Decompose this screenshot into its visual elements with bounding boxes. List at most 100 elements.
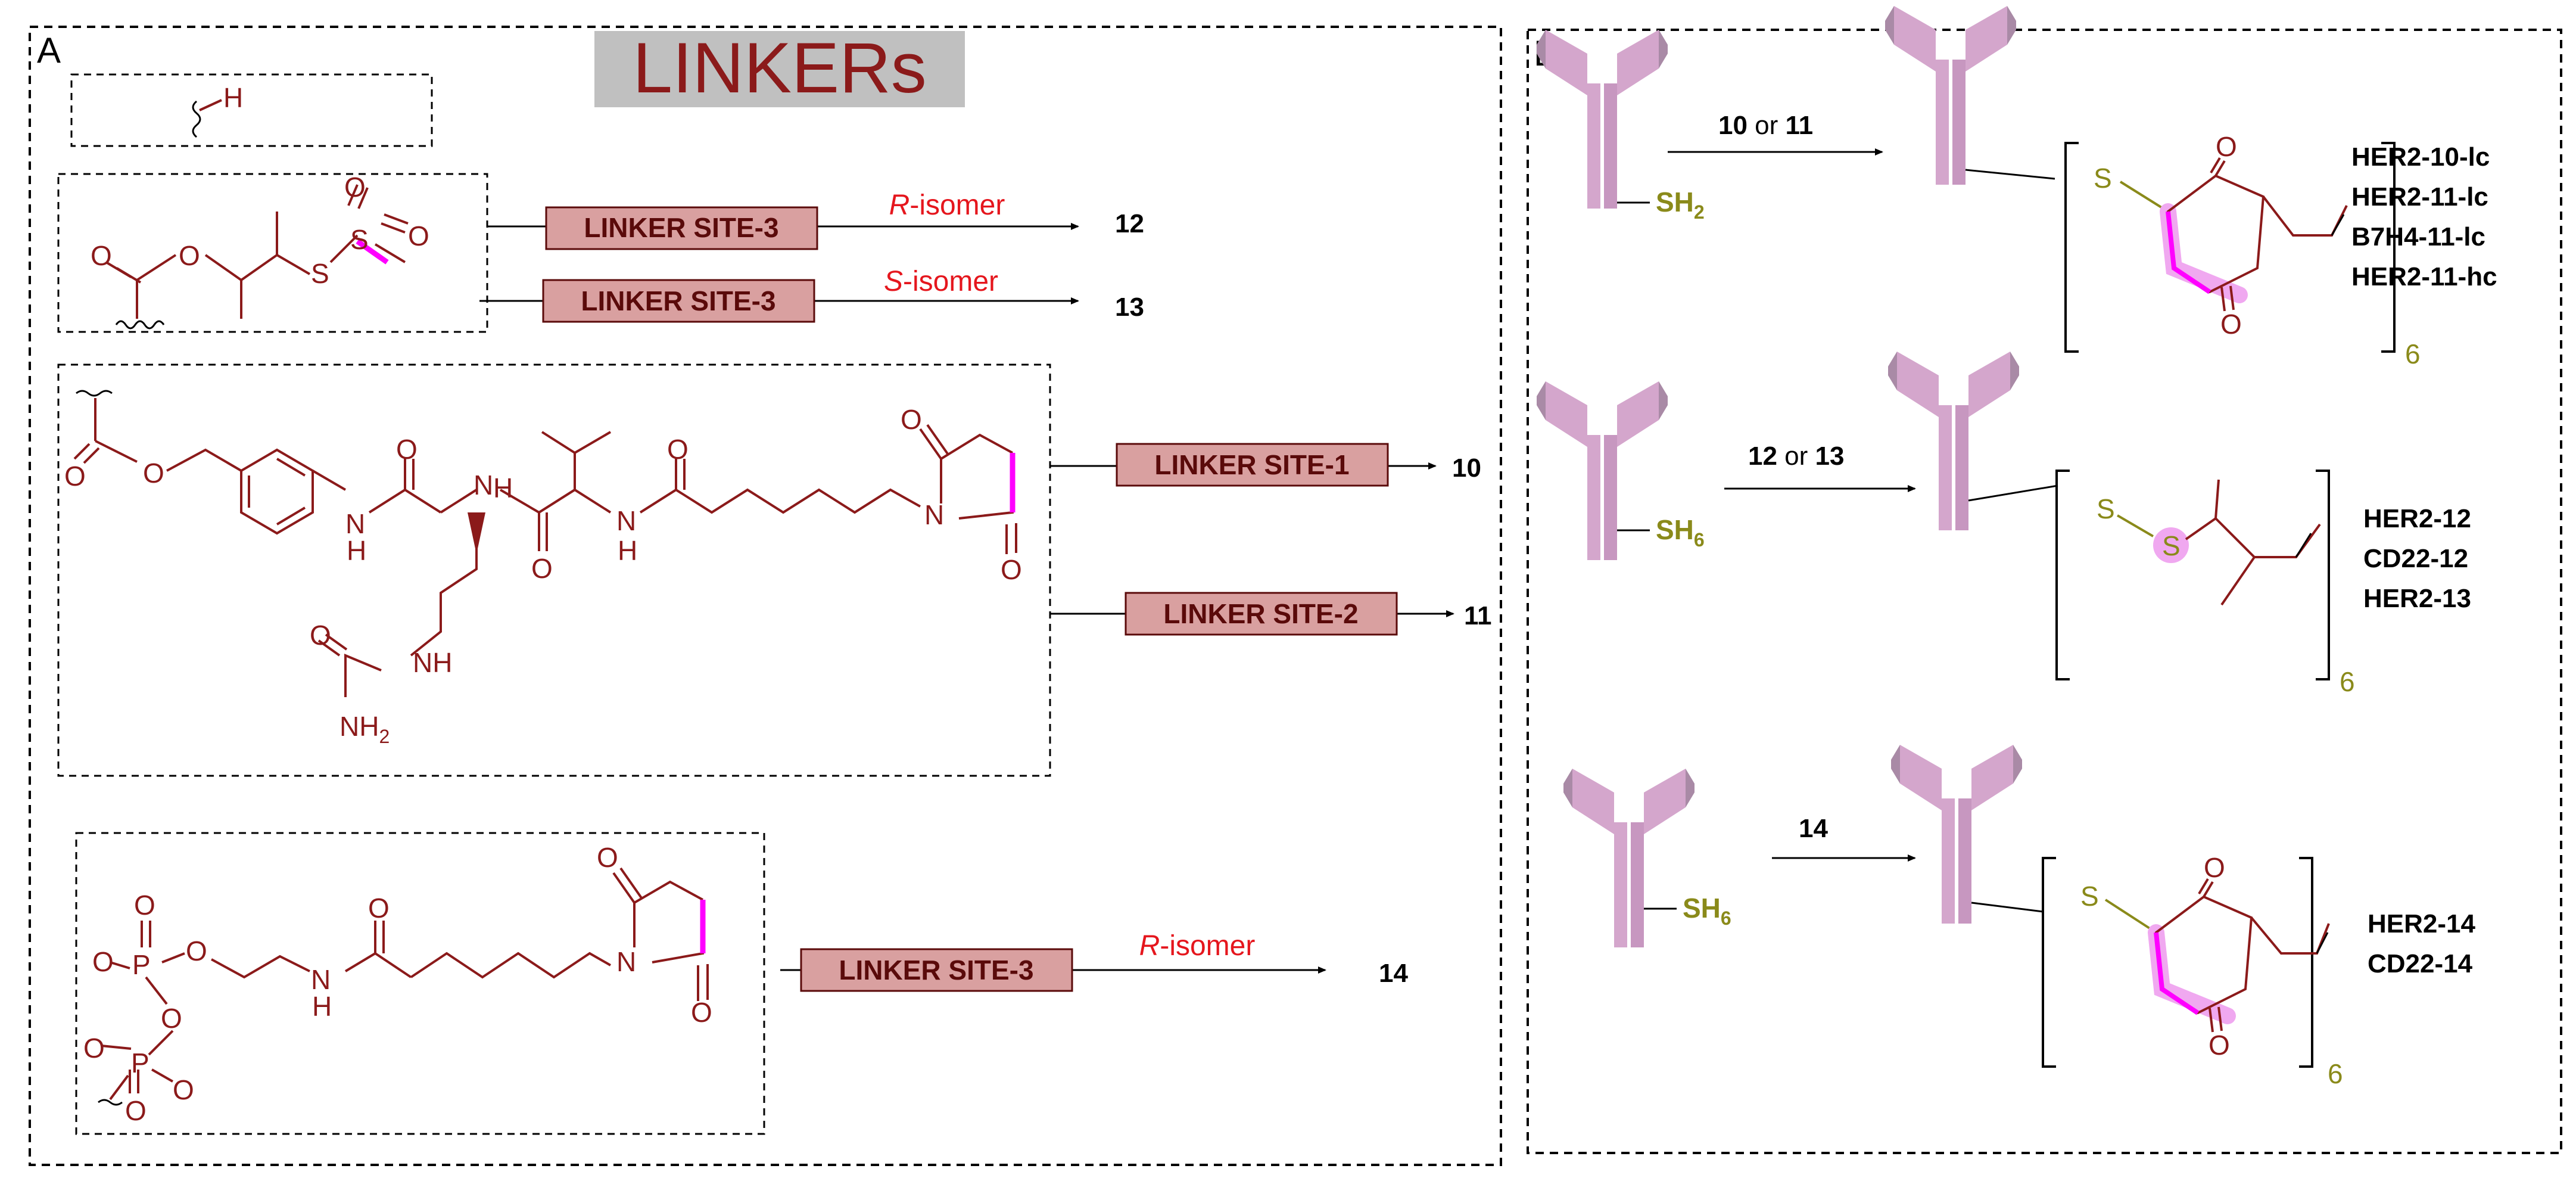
svg-text:CD22-14: CD22-14 — [2368, 949, 2473, 978]
svg-text:NH: NH — [413, 647, 452, 678]
product-12: 12 — [1115, 209, 1144, 238]
svg-text:B7H4-11-lc: B7H4-11-lc — [2351, 222, 2485, 251]
linker-mc-val-cit-pab: O O N H O N H O N H O N O O NH O NH2 — [57, 363, 1051, 777]
svg-text:O: O — [597, 842, 618, 873]
r-isomer-label-12: R-isomer — [889, 189, 1005, 221]
reaction-row-3: SH6 14 S O O 6 HER2-14 CD22-14 — [1563, 745, 2475, 1089]
reaction-row-1: SH2 10 or 11 S O O 6 HER2-10-lc HER2-11-… — [1537, 6, 2497, 369]
svg-text:HER2-11-lc: HER2-11-lc — [2351, 182, 2488, 212]
svg-text:N: N — [474, 470, 493, 501]
title-background — [594, 31, 965, 107]
reagents-row-2: 12 or 13 — [1748, 442, 1844, 471]
antibody-icon — [1537, 30, 1668, 209]
svg-text:6: 6 — [2328, 1058, 2343, 1089]
svg-text:O: O — [368, 893, 390, 924]
svg-text:N: N — [924, 499, 944, 530]
s-isomer-label-13: S-isomer — [884, 266, 998, 297]
svg-text:N: N — [616, 946, 636, 977]
svg-text:P: P — [131, 1048, 149, 1078]
svg-text:O: O — [2209, 1030, 2230, 1061]
svg-text:O: O — [2216, 131, 2237, 162]
linker-thiosulfonate: O O S S O O — [57, 172, 488, 333]
svg-text:LINKER SITE-3: LINKER SITE-3 — [584, 212, 778, 243]
linker-site-2-box — [1125, 592, 1398, 636]
svg-text:H: H — [618, 535, 637, 566]
svg-text:NH2: NH2 — [339, 711, 390, 747]
panel-a-label: A — [37, 30, 61, 70]
svg-text:H: H — [347, 535, 366, 566]
linker-site-3-box-s — [542, 279, 815, 323]
reaction-row-2: SH6 12 or 13 S S 6 HER2-12 CD22-12 HER2-… — [1537, 352, 2471, 697]
product-11: 11 — [1464, 601, 1492, 630]
svg-text:H: H — [312, 991, 332, 1022]
svg-text:O: O — [408, 220, 429, 251]
svg-text:LINKER SITE-2: LINKER SITE-2 — [1163, 598, 1358, 629]
svg-text:SH2: SH2 — [1656, 187, 1705, 223]
svg-text:S: S — [2162, 530, 2181, 561]
svg-text:SH6: SH6 — [1683, 893, 1731, 929]
r-isomer-label-14: R-isomer — [1139, 930, 1256, 962]
reagent-row-3: 14 — [1799, 814, 1828, 843]
svg-text:O: O — [1001, 554, 1022, 585]
linker-site-3-box-r — [545, 206, 818, 250]
panel-b: B SH2 10 or 11 S O O 6 HER2-10-lc — [1527, 6, 2562, 1154]
svg-text:O: O — [161, 1003, 182, 1034]
svg-text:H: H — [223, 82, 243, 113]
product-14: 14 — [1379, 959, 1408, 988]
svg-text:LINKER SITE-3: LINKER SITE-3 — [581, 285, 775, 316]
svg-text:O: O — [83, 1033, 105, 1064]
svg-text:N: N — [616, 505, 636, 536]
svg-text:O: O — [531, 553, 553, 584]
svg-text:P: P — [132, 949, 151, 980]
svg-text:HER2-13: HER2-13 — [2363, 584, 2471, 613]
svg-text:O: O — [344, 172, 366, 203]
svg-text:HER2-14: HER2-14 — [2368, 909, 2475, 938]
svg-text:SH6: SH6 — [1656, 514, 1705, 551]
antibody-icon — [1563, 769, 1695, 947]
panel-a: A LINKERs H — [29, 26, 1502, 1166]
reagents-row-1: 10 or 11 — [1718, 111, 1813, 140]
svg-text:O: O — [396, 434, 418, 465]
svg-text:HER2-12: HER2-12 — [2363, 504, 2471, 533]
svg-text:CD22-12: CD22-12 — [2363, 544, 2468, 573]
svg-text:O: O — [691, 997, 712, 1028]
svg-text:O: O — [186, 935, 207, 966]
svg-text:N: N — [345, 508, 365, 539]
svg-text:O: O — [125, 1095, 147, 1126]
product-10: 10 — [1452, 453, 1481, 483]
svg-text:S: S — [2080, 881, 2099, 912]
page-title: LINKERs — [633, 28, 926, 108]
svg-text:O: O — [143, 458, 164, 489]
svg-text:S: S — [350, 224, 369, 255]
antibody-icon — [1885, 6, 2016, 185]
antibody-icon — [1888, 352, 2019, 530]
product-13: 13 — [1115, 293, 1144, 322]
svg-text:O: O — [173, 1074, 194, 1105]
svg-text:LINKER SITE-1: LINKER SITE-1 — [1154, 449, 1349, 480]
svg-text:O: O — [134, 890, 155, 921]
linker-site-1-box — [1116, 443, 1389, 487]
svg-text:HER2-10-lc: HER2-10-lc — [2351, 142, 2490, 172]
svg-text:O: O — [92, 946, 114, 977]
antibody-icon — [1537, 381, 1668, 560]
antibody-icon — [1891, 745, 2022, 924]
svg-text:6: 6 — [2405, 338, 2421, 369]
linker-hydrogen: H — [70, 73, 433, 147]
svg-text:O: O — [310, 620, 331, 651]
svg-text:O: O — [64, 461, 86, 492]
svg-text:HER2-11-hc: HER2-11-hc — [2351, 262, 2497, 291]
svg-text:O: O — [91, 240, 112, 271]
svg-text:S: S — [311, 258, 329, 289]
svg-text:S: S — [2094, 163, 2112, 194]
svg-text:O: O — [2220, 309, 2242, 340]
svg-text:O: O — [179, 240, 200, 271]
svg-text:LINKER SITE-3: LINKER SITE-3 — [839, 955, 1033, 986]
svg-text:6: 6 — [2340, 666, 2355, 697]
svg-text:S: S — [2097, 493, 2115, 524]
linker-site-3-box-14 — [800, 948, 1073, 992]
svg-text:H: H — [493, 473, 513, 503]
linker-pyrophosphate-maleimide: O P O O N H O N O O O O P O O — [75, 832, 765, 1135]
svg-text:O: O — [667, 434, 689, 465]
svg-text:O: O — [2204, 852, 2225, 883]
